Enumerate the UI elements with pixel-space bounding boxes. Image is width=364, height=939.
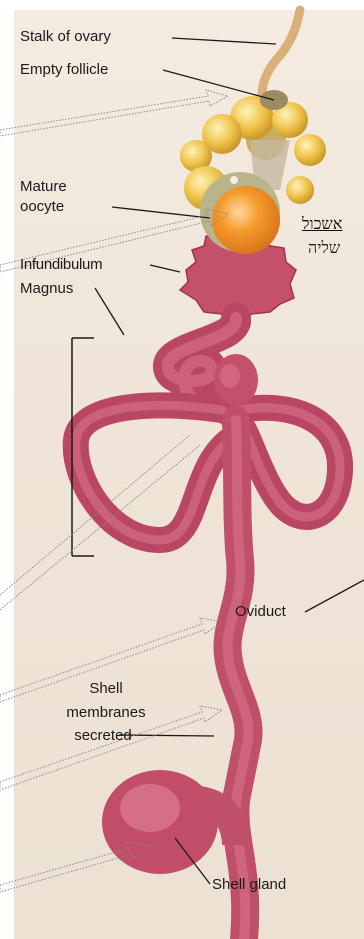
label-mature: Mature [20,178,67,196]
shell-gland-illustration [102,770,236,874]
label-membranes: membranes [58,704,154,722]
hebrew-annotation-2: שליה [308,238,340,258]
label-empty-follicle: Empty follicle [20,61,108,79]
label-infundibulum: Infundibulum [20,256,102,274]
label-shell: Shell [58,680,154,698]
label-secreted: secreted [58,727,148,745]
label-oviduct: Oviduct [235,603,286,621]
label-stalk-of-ovary: Stalk of ovary [20,28,111,46]
label-oocyte: oocyte [20,198,64,216]
hebrew-annotation-1: אשכול [302,214,342,234]
label-magnus: Magnus [20,280,73,298]
label-shell-gland: Shell gland [212,876,286,894]
ovary-stalk [262,10,300,95]
